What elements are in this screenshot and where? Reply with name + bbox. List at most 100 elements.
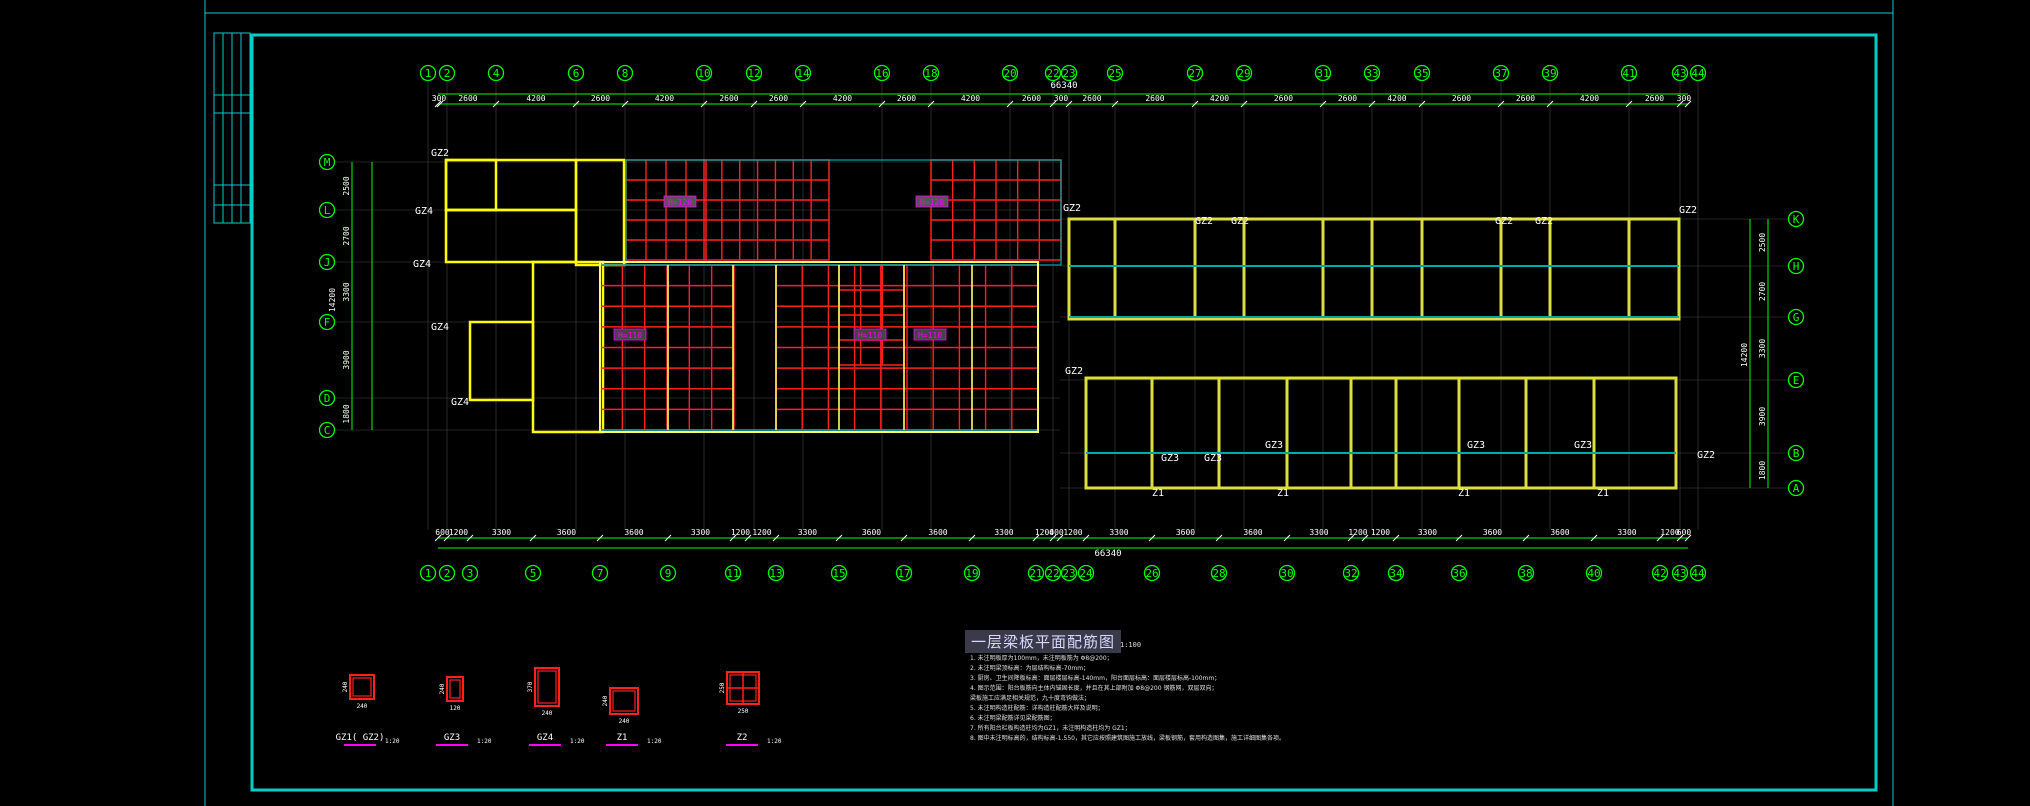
top-dim-value: 300 — [432, 94, 447, 103]
column-tag: Z1 — [1458, 488, 1470, 499]
bottom-dim-tick — [466, 534, 474, 542]
bottom-axis-13-circle — [767, 564, 785, 582]
bottom-dim-tick — [1082, 534, 1090, 542]
bottom-dim-value: 3300 — [994, 528, 1013, 537]
bottom-dim-tick — [1032, 534, 1040, 542]
bottom-dim-value: 3300 — [1617, 528, 1636, 537]
bottom-dim-value: 3300 — [691, 528, 710, 537]
left-dim-value: 2700 — [342, 226, 351, 245]
total-dimension-top: 66340 — [1050, 81, 1077, 91]
top-axis-14-label: 14 — [796, 67, 810, 80]
column-tag: GZ3 — [1265, 440, 1283, 451]
left-axis-C-circle — [318, 421, 336, 439]
right-dim-value: 2500 — [1758, 233, 1767, 252]
left-axis-M-label: M — [324, 156, 331, 169]
top-dim-value: 4200 — [655, 94, 674, 103]
bottom-dim-value: 3600 — [557, 528, 576, 537]
bottom-dim-tick — [744, 534, 752, 542]
column-tag: Z1 — [1152, 488, 1164, 499]
slab-tag-box — [663, 195, 697, 208]
bottom-axis-2-label: 2 — [444, 567, 451, 580]
top-dim-value: 2600 — [591, 94, 610, 103]
bottom-axis-21-circle — [1027, 564, 1045, 582]
top-axis-10-label: 10 — [697, 67, 710, 80]
top-dim-tick — [434, 100, 442, 108]
bottom-axis-40-circle — [1585, 564, 1603, 582]
top-dim-tick — [1065, 100, 1073, 108]
detail-scale: 1:20 — [647, 738, 662, 745]
bottom-axis-28-circle — [1210, 564, 1228, 582]
slab-tag-box — [853, 328, 887, 341]
top-dim-tick — [1676, 100, 1684, 108]
bottom-dim-tick — [968, 534, 976, 542]
top-axis-20-label: 20 — [1003, 67, 1016, 80]
bottom-dim-tick — [1283, 534, 1291, 542]
bottom-dim-value: 3600 — [624, 528, 643, 537]
right-dim-value: 3300 — [1758, 339, 1767, 358]
top-axis-35-label: 35 — [1415, 67, 1428, 80]
top-dim-tick — [1191, 100, 1199, 108]
top-axis-39-label: 39 — [1543, 67, 1556, 80]
left-axis-L-label: L — [324, 204, 331, 217]
top-dim-tick — [1546, 100, 1554, 108]
beam-outline — [625, 159, 1062, 266]
bottom-dim-tick — [835, 534, 843, 542]
column-tag: GZ4 — [415, 206, 433, 217]
bottom-dim-value: 3300 — [1309, 528, 1328, 537]
top-dim-value: 2600 — [719, 94, 738, 103]
bottom-axis-36-label: 36 — [1452, 567, 1465, 580]
bottom-dim-value: 1200 — [1660, 528, 1679, 537]
bottom-axis-38-circle — [1517, 564, 1535, 582]
top-dim-tick — [621, 100, 629, 108]
top-axis-43-label: 43 — [1673, 67, 1686, 80]
bottom-dim-value: 3600 — [1550, 528, 1569, 537]
top-axis-2-label: 2 — [444, 67, 451, 80]
bottom-dim-value: 400 — [1049, 528, 1064, 537]
top-dim-tick — [1240, 100, 1248, 108]
right-axis-G-circle — [1787, 308, 1805, 326]
top-axis-12-label: 12 — [747, 67, 760, 80]
top-axis-16-circle — [873, 64, 891, 82]
bottom-dim-value: 3300 — [1109, 528, 1128, 537]
bottom-axis-1-label: 1 — [425, 567, 432, 580]
top-axis-18-label: 18 — [924, 67, 937, 80]
detail-stirrup — [449, 679, 461, 699]
top-axis-6-label: 6 — [573, 67, 580, 80]
bottom-dim-tick — [1347, 534, 1355, 542]
side-dimension-lines: 2500270033003900180014200250027003300390… — [328, 162, 1769, 488]
top-axis-16-label: 16 — [875, 67, 888, 80]
bottom-axis-7-label: 7 — [597, 567, 604, 580]
detail-height: 240 — [342, 681, 349, 692]
bottom-dim-tick — [1522, 534, 1530, 542]
bottom-dim-value: 3600 — [928, 528, 947, 537]
top-dim-tick — [750, 100, 758, 108]
column-tag: GZ2 — [431, 148, 449, 159]
top-dim-tick — [1368, 100, 1376, 108]
top-axis-29-label: 29 — [1237, 67, 1250, 80]
top-dim-tick — [927, 100, 935, 108]
detail-width: 120 — [450, 705, 461, 712]
bottom-dim-tick — [1455, 534, 1463, 542]
right-axis-A-label: A — [1793, 482, 1800, 495]
top-axis-22-label: 22 — [1046, 67, 1059, 80]
top-dim-tick — [1319, 100, 1327, 108]
right-dim-total: 14200 — [1740, 343, 1749, 367]
bottom-dim-value: 3300 — [492, 528, 511, 537]
bottom-axis-28-label: 28 — [1212, 567, 1225, 580]
top-dim-tick — [1684, 100, 1692, 108]
top-dim-tick — [1497, 100, 1505, 108]
detail-name: Z2 — [737, 733, 748, 743]
right-axis-G-label: G — [1793, 311, 1800, 324]
bottom-axis-44-circle — [1689, 564, 1707, 582]
bottom-axis-24-circle — [1077, 564, 1095, 582]
bottom-axis-9-label: 9 — [665, 567, 672, 580]
top-axis-12-circle — [745, 64, 763, 82]
bottom-dim-value: 1200 — [1035, 528, 1054, 537]
bottom-dim-tick — [1684, 534, 1692, 542]
top-axis-8-circle — [616, 64, 634, 82]
top-dim-tick — [799, 100, 807, 108]
